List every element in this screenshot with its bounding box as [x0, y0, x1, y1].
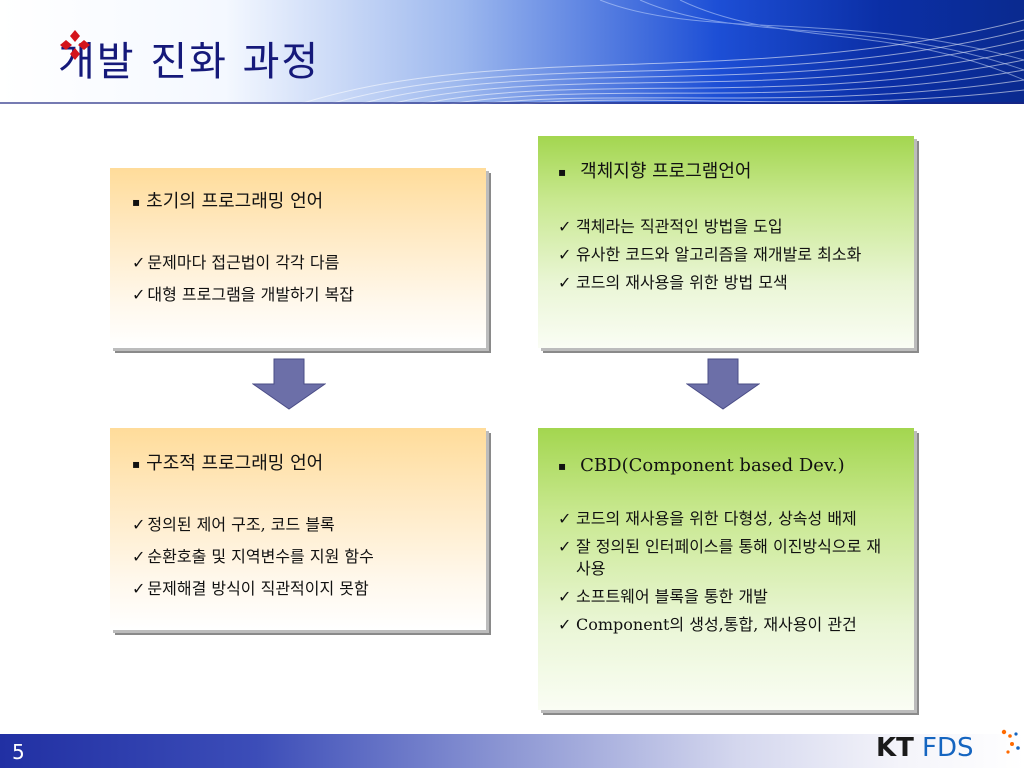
- checkmark-icon: ✓: [558, 537, 572, 556]
- banner-swoosh-decoration: [0, 0, 1024, 104]
- footer-bar: [0, 734, 1024, 768]
- list-item: ✓소프트웨어 블록을 통한 개발: [558, 587, 768, 606]
- slide-title: 개발 진화 과정: [58, 28, 320, 88]
- down-arrow-icon: [252, 358, 326, 410]
- box-item-list: ✓문제마다 접근법이 각각 다름 ✓대형 프로그램을 개발하기 복잡: [132, 252, 486, 306]
- svg-text:KT: KT: [876, 733, 914, 763]
- checkmark-icon: ✓: [132, 515, 146, 534]
- list-item: ✓문제마다 접근법이 각각 다름: [132, 253, 340, 272]
- checkmark-icon: ✓: [132, 579, 146, 598]
- header-banner: 개발 진화 과정: [0, 0, 1024, 104]
- box-heading-text: CBD(Component based Dev.): [580, 455, 845, 476]
- object-oriented-box: ▪ 객체지향 프로그램언어 ✓객체라는 직관적인 방법을 도입 ✓유사한 코드와 …: [538, 136, 914, 348]
- box-heading: ▪ 객체지향 프로그램언어: [558, 160, 914, 184]
- diamond-bullet-icon: [60, 30, 90, 60]
- square-bullet-icon: ▪: [132, 457, 141, 471]
- box-heading-text: 구조적 프로그래밍 언어: [146, 453, 324, 474]
- early-languages-box: ▪ 초기의 프로그래밍 언어 ✓문제마다 접근법이 각각 다름 ✓대형 프로그램을…: [110, 168, 486, 348]
- structured-languages-box: ▪ 구조적 프로그래밍 언어 ✓정의된 제어 구조, 코드 블록 ✓순환호출 및 …: [110, 428, 486, 630]
- list-item: ✓잘 정의된 인터페이스를 통해 이진방식으로 재사용: [558, 537, 882, 578]
- checkmark-icon: ✓: [558, 217, 572, 236]
- svg-text:FDS: FDS: [922, 733, 973, 763]
- page-number: 5: [12, 740, 25, 764]
- checkmark-icon: ✓: [558, 245, 572, 264]
- box-heading-text: 객체지향 프로그램언어: [580, 161, 752, 182]
- list-item: ✓유사한 코드와 알고리즘을 재개발로 최소화: [558, 245, 862, 264]
- list-item: ✓코드의 재사용을 위한 다형성, 상속성 배제: [558, 509, 857, 528]
- checkmark-icon: ✓: [558, 615, 572, 634]
- list-item: ✓코드의 재사용을 위한 방법 모색: [558, 273, 788, 292]
- box-heading-text: 초기의 프로그래밍 언어: [146, 191, 324, 212]
- checkmark-icon: ✓: [132, 253, 146, 272]
- list-item: ✓Component의 생성,통합, 재사용이 관건: [558, 615, 857, 634]
- square-bullet-icon: ▪: [558, 459, 567, 473]
- checkmark-icon: ✓: [558, 273, 572, 292]
- checkmark-icon: ✓: [558, 587, 572, 606]
- cbd-box: ▪ CBD(Component based Dev.) ✓코드의 재사용을 위한 …: [538, 428, 914, 710]
- box-item-list: ✓객체라는 직관적인 방법을 도입 ✓유사한 코드와 알고리즘을 재개발로 최소…: [558, 216, 898, 294]
- box-heading: ▪ CBD(Component based Dev.): [558, 454, 880, 478]
- list-item: ✓순환호출 및 지역변수를 지원 함수: [132, 547, 374, 566]
- checkmark-icon: ✓: [558, 509, 572, 528]
- down-arrow-icon: [686, 358, 760, 410]
- list-item: ✓정의된 제어 구조, 코드 블록: [132, 515, 335, 534]
- box-heading: ▪ 구조적 프로그래밍 언어: [132, 452, 486, 476]
- kt-fds-logo: KT FDS: [876, 729, 1020, 763]
- slide-title-text: 개발 진화 과정: [58, 39, 321, 85]
- list-item: ✓객체라는 직관적인 방법을 도입: [558, 217, 783, 236]
- square-bullet-icon: ▪: [132, 195, 141, 209]
- list-item: ✓문제해결 방식이 직관적이지 못함: [132, 579, 369, 598]
- list-item: ✓대형 프로그램을 개발하기 복잡: [132, 285, 355, 304]
- checkmark-icon: ✓: [132, 285, 146, 304]
- box-item-list: ✓정의된 제어 구조, 코드 블록 ✓순환호출 및 지역변수를 지원 함수 ✓문…: [132, 514, 486, 600]
- checkmark-icon: ✓: [132, 547, 146, 566]
- box-heading: ▪ 초기의 프로그래밍 언어: [132, 190, 486, 214]
- square-bullet-icon: ▪: [558, 165, 567, 179]
- box-item-list: ✓코드의 재사용을 위한 다형성, 상속성 배제 ✓잘 정의된 인터페이스를 통…: [558, 508, 890, 636]
